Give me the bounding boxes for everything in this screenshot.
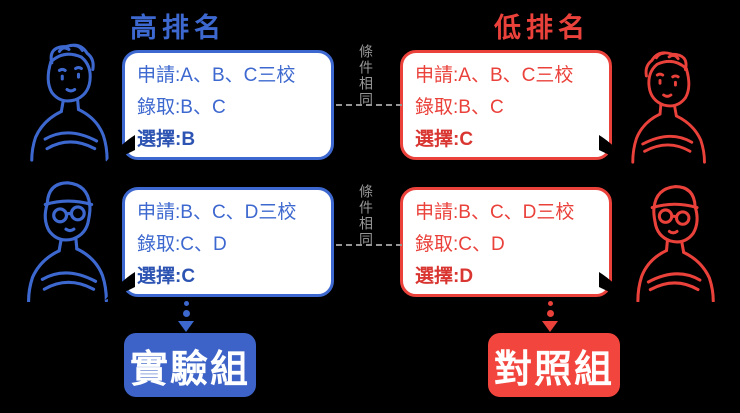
speech-bubble-left-row2: 申請:B、C、D三校 錄取:C、D 選擇:C bbox=[122, 187, 334, 297]
arrow-head bbox=[542, 321, 558, 332]
dashed-connector-row1 bbox=[336, 104, 402, 106]
choose-line: 選擇:C bbox=[137, 266, 196, 287]
dotted-down-arrow-icon bbox=[178, 301, 194, 332]
same-conditions-label-row2: 條件相同 bbox=[358, 184, 374, 248]
dashed-connector-row2 bbox=[336, 244, 402, 246]
control-group-tag: 對照組 bbox=[488, 333, 620, 397]
apply-line: 申請:A、B、C三校 bbox=[415, 65, 574, 86]
left-group-title: 高排名 bbox=[130, 13, 226, 43]
speech-bubble-tail bbox=[101, 268, 139, 306]
speech-bubble-left-row1: 申請:A、B、C三校 錄取:B、C 選擇:B bbox=[122, 50, 334, 160]
person-icon bbox=[628, 178, 726, 302]
apply-line: 申請:B、C、D三校 bbox=[415, 202, 575, 223]
admit-line: 錄取:C、D bbox=[137, 234, 227, 255]
arrow-dot bbox=[182, 310, 190, 317]
admit-line: 錄取:B、C bbox=[415, 97, 504, 118]
apply-line: 申請:B、C、D三校 bbox=[137, 202, 297, 223]
arrow-head bbox=[178, 321, 194, 332]
speech-bubble-tail bbox=[595, 131, 633, 169]
choose-line: 選擇:B bbox=[137, 129, 196, 150]
speech-bubble-tail bbox=[101, 131, 139, 169]
person-icon bbox=[622, 46, 718, 164]
experimental-group-tag: 實驗組 bbox=[124, 333, 256, 397]
right-row1-person bbox=[622, 46, 718, 164]
right-row2-person bbox=[628, 178, 726, 302]
speech-bubble-right-row2: 申請:B、C、D三校 錄取:C、D 選擇:D bbox=[400, 187, 612, 297]
admit-line: 錄取:B、C bbox=[137, 97, 226, 118]
admit-line: 錄取:C、D bbox=[415, 234, 505, 255]
speech-bubble-right-row1: 申請:A、B、C三校 錄取:B、C 選擇:C bbox=[400, 50, 612, 160]
choose-line: 選擇:C bbox=[415, 129, 474, 150]
choose-line: 選擇:D bbox=[415, 266, 474, 287]
arrow-dot bbox=[183, 301, 189, 306]
dotted-down-arrow-icon bbox=[542, 301, 558, 332]
apply-line: 申請:A、B、C三校 bbox=[137, 65, 296, 86]
arrow-dot bbox=[546, 310, 554, 317]
arrow-dot bbox=[547, 301, 553, 306]
same-conditions-label-row1: 條件相同 bbox=[358, 44, 374, 108]
right-group-title: 低排名 bbox=[494, 13, 590, 43]
speech-bubble-tail bbox=[595, 268, 633, 306]
